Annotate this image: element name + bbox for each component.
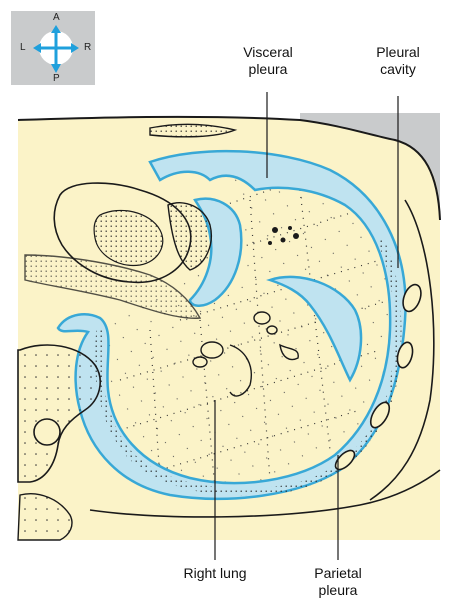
leader-lines xyxy=(214,92,399,560)
parietal-pleura-label-line1: Parietal xyxy=(314,565,362,581)
small-vessels xyxy=(268,226,299,245)
visceral-pleura xyxy=(266,275,363,383)
posterior-label: P xyxy=(53,73,60,84)
visceral-pleura-label-line2: pleura xyxy=(248,61,288,77)
anterior-label: A xyxy=(53,12,60,23)
parietal-pleura-label-line2: pleura xyxy=(318,582,358,598)
visceral-pleura-label: Visceral pleura xyxy=(228,44,308,78)
vertebra xyxy=(17,344,101,483)
right-label: R xyxy=(84,42,92,53)
visceral-pleura-label-line1: Visceral xyxy=(243,44,293,60)
right-lung xyxy=(81,170,393,498)
orientation-arrows-icon xyxy=(33,25,79,73)
bronchi-structures xyxy=(192,311,299,397)
left-label: L xyxy=(20,42,26,53)
orientation-compass: A P L R xyxy=(11,11,95,85)
pleural-cavity-label-line1: Pleural xyxy=(376,44,420,60)
ribs xyxy=(334,283,422,471)
right-lung-label: Right lung xyxy=(183,565,247,581)
parietal-pleura-label: Parietal pleura xyxy=(300,565,376,599)
pleural-cavity-label-line2: cavity xyxy=(380,61,416,77)
pleural-cavity-label: Pleural cavity xyxy=(360,44,436,78)
